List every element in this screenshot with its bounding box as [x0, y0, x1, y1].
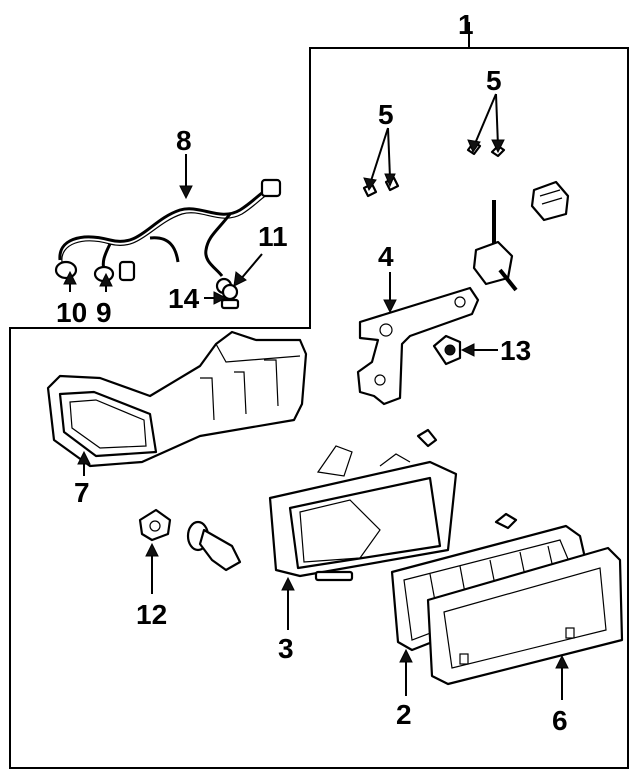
callout-10: 10 — [56, 297, 87, 328]
callout-5-left: 5 — [378, 99, 394, 130]
leader-11 — [239, 253, 263, 281]
bulb-socket — [138, 508, 172, 542]
callout-1: 1 — [458, 9, 474, 40]
bulb — [186, 520, 242, 572]
callout-6: 6 — [552, 705, 568, 736]
headlamp-reflector — [268, 445, 458, 582]
callout-14: 14 — [168, 283, 200, 314]
wiring-harness — [54, 178, 282, 295]
callout-12: 12 — [136, 599, 167, 630]
callout-3: 3 — [278, 633, 294, 664]
bezel — [426, 546, 624, 686]
headlamp-housing — [46, 330, 308, 468]
mounting-bracket — [356, 286, 480, 406]
adjuster-screw — [472, 200, 518, 292]
callout-8: 8 — [176, 125, 192, 156]
callout-2: 2 — [396, 699, 412, 730]
adjuster-block — [530, 180, 570, 222]
callout-7: 7 — [74, 477, 90, 508]
clip — [432, 334, 462, 366]
callout-13: 13 — [500, 335, 531, 366]
callout-5-right: 5 — [486, 65, 502, 96]
callout-11: 11 — [258, 221, 288, 252]
group-outline — [9, 47, 629, 769]
socket-bulb-small — [220, 283, 240, 310]
callout-4: 4 — [378, 241, 394, 272]
callout-9: 9 — [96, 297, 112, 328]
